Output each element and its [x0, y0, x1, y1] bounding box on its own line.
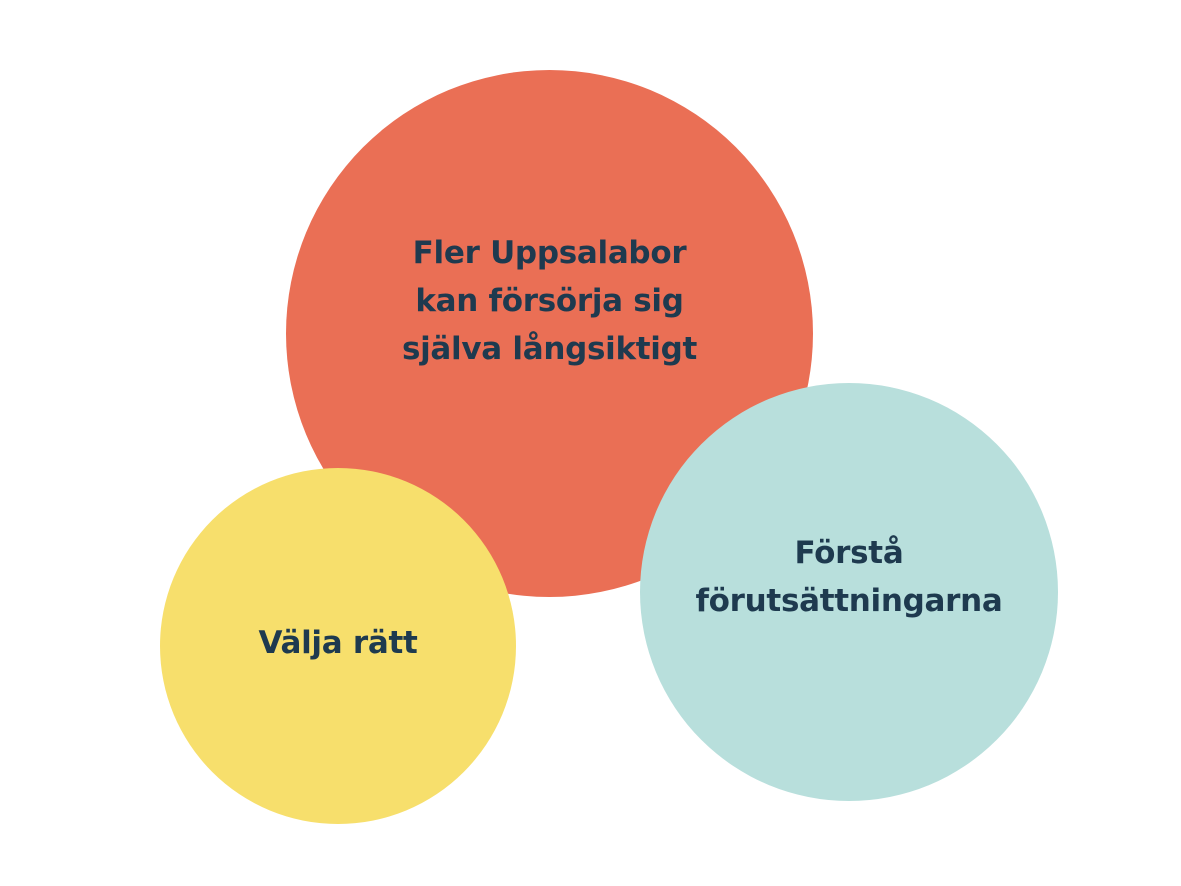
goal-label: Fler Uppsalabor kan försörja sig själva …: [402, 229, 697, 373]
goal-label-line: själva långsiktigt: [401, 330, 698, 367]
choose-right-circle: Välja rätt: [160, 468, 516, 824]
understand-prerequisites-label-line: förutsättningarna: [695, 583, 1003, 619]
understand-prerequisites-label: Förstå förutsättningarna: [695, 529, 1002, 625]
understand-prerequisites-circle: Förstå förutsättningarna: [640, 383, 1058, 801]
goal-label-line: Fler Uppsalabor: [412, 234, 687, 271]
choose-right-label-line: Välja rätt: [258, 625, 418, 661]
understand-prerequisites-label-line: Förstå: [794, 535, 904, 571]
goal-label-line: kan försörja sig: [415, 282, 684, 319]
choose-right-label: Välja rätt: [258, 619, 417, 667]
